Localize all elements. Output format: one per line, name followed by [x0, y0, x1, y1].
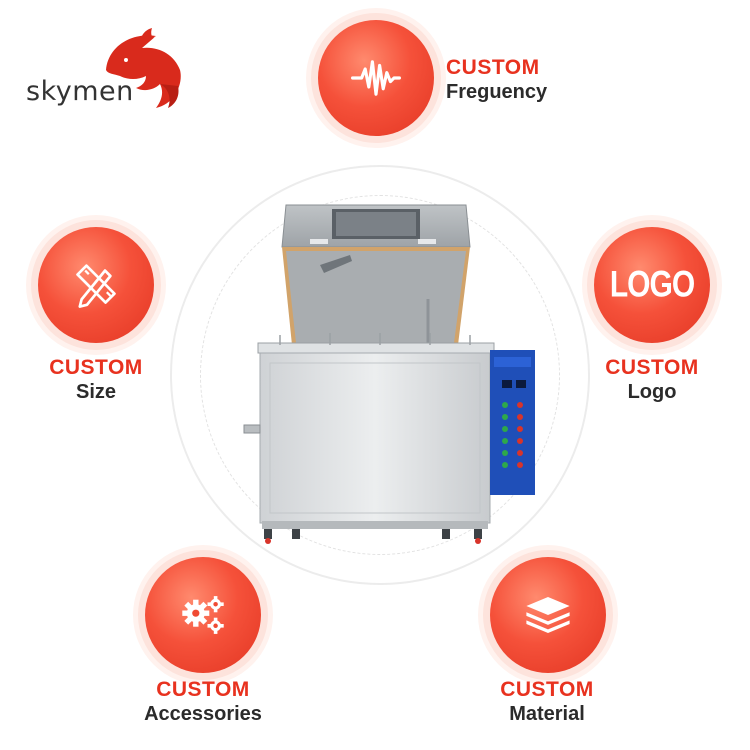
gears-icon: [182, 596, 224, 634]
ultrasonic-cleaner-image: [243, 204, 535, 544]
brand-name: skymen: [26, 76, 134, 107]
material-name-text: Material: [509, 703, 585, 725]
logo-badge: LOGO: [594, 227, 710, 343]
accessories-badge: [145, 557, 261, 673]
logo-name-text: Logo: [627, 381, 677, 403]
accessories-custom-text: CUSTOM: [156, 678, 250, 701]
brand-logo: skymen: [26, 26, 186, 121]
waveform-icon: [351, 60, 401, 96]
size-name-text: Size: [75, 381, 117, 403]
ruler-pencil-icon: [76, 264, 116, 308]
material-custom-text: CUSTOM: [500, 678, 594, 701]
material-badge: [490, 557, 606, 673]
accessories-label: CUSTOM Accessories: [128, 678, 278, 726]
decorative-ring: [170, 165, 590, 585]
logo-icon-text: LOGO: [609, 263, 695, 305]
layers-icon: [526, 597, 570, 633]
logo-label: CUSTOM Logo: [592, 356, 712, 404]
material-label: CUSTOM Material: [472, 678, 622, 726]
frequency-custom-text: CUSTOM: [446, 56, 540, 79]
dolphin-icon: [106, 28, 181, 109]
decorative-ring-inner: [200, 195, 560, 555]
size-custom-text: CUSTOM: [49, 356, 143, 379]
frequency-badge: [318, 20, 434, 136]
size-label: CUSTOM Size: [36, 356, 156, 404]
frequency-label: CUSTOM Freguency: [446, 56, 547, 104]
logo-custom-text: CUSTOM: [605, 356, 699, 379]
frequency-name-text: Freguency: [446, 81, 548, 103]
accessories-name-text: Accessories: [144, 703, 262, 725]
size-badge: [38, 227, 154, 343]
